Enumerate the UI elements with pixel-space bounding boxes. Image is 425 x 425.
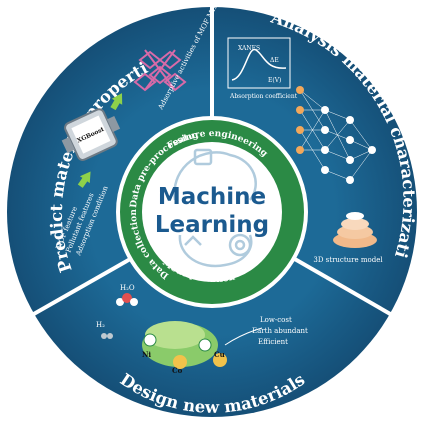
element-label: Cu [214,350,225,359]
property-item: Low-cost [260,316,292,324]
structure-label: 3D structure model [313,256,383,264]
spectrum-plot-icon: XANES E(V) ΔE Absorption coefficient [227,37,298,100]
property-list: Low-cost Earth abundant Efficient [252,316,308,346]
connector-line [224,327,263,346]
element-label: Ni [142,350,151,359]
property-item: Efficient [258,338,288,346]
catalyst-lattice-icon [142,321,227,369]
spectrum-label: ΔE [270,57,279,64]
spectrum-label: Absorption coefficient [229,93,298,100]
arrow-up-icon [77,93,123,188]
molecule-label: H₂O [120,284,135,292]
molecule-label: H₂ [96,321,105,329]
center-title-line1: Machine [158,184,266,210]
xgboost-device-icon [61,108,121,161]
element-label: Co [172,366,183,375]
3d-structure-icon [333,212,377,248]
brain-outline-icon [173,148,257,268]
molecule-icon [101,293,138,339]
mof-crystal-icon [133,49,187,92]
property-item: Earth abundant [252,327,308,335]
spectrum-label: XANES [238,45,260,52]
neural-nodes [321,106,376,184]
center-title-line2: Learning [155,212,269,238]
segment-dividers [31,7,393,317]
spectrum-label: E(V) [268,77,281,84]
neural-nodes [296,86,304,154]
neural-network-icon [299,89,373,181]
